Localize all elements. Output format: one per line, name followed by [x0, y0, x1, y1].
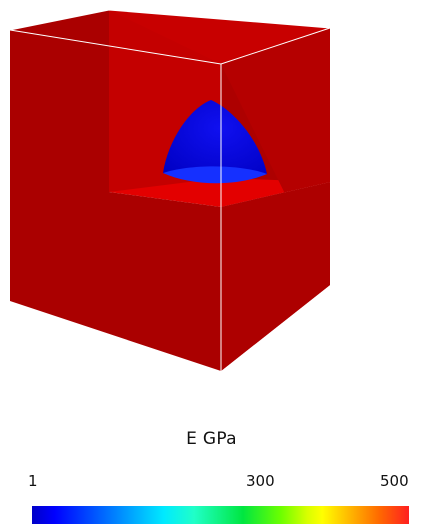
cut-floor [109, 178, 330, 207]
cube-edges [9, 9, 331, 371]
inclusion-cut-face [163, 166, 267, 184]
legend-tick-mid: 300 [246, 472, 275, 490]
edge-top-right [220, 27, 331, 65]
edge-top-left [9, 9, 331, 31]
legend-title: E GPa [186, 429, 237, 449]
cube-left-face [10, 10, 221, 371]
cube-model [9, 9, 331, 371]
inclusion-dome [163, 100, 267, 181]
edge-top-front [9, 29, 222, 65]
legend-tick-min: 1 [28, 472, 38, 490]
legend-colorbar [32, 506, 409, 524]
legend-tick-max: 500 [380, 472, 409, 490]
cube-right-face-lower [221, 182, 330, 371]
